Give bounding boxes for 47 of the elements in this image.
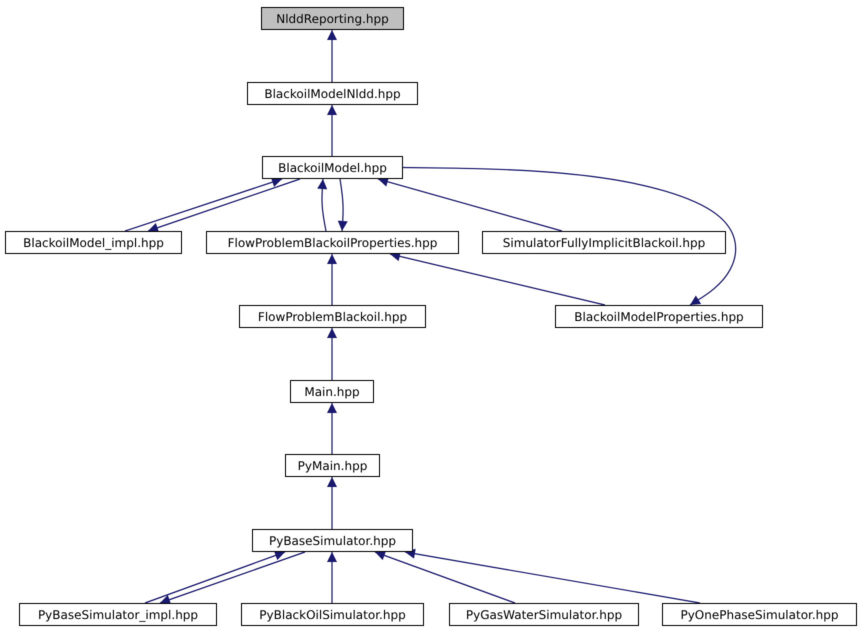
- file-box: [5, 231, 182, 254]
- file-box: [662, 603, 857, 626]
- arrow: [144, 550, 286, 604]
- arrow: [327, 254, 337, 305]
- file-name: FlowProblemBlackoil.hpp: [258, 310, 408, 324]
- arrow: [327, 403, 337, 454]
- file-box: [482, 231, 726, 254]
- arrow: [327, 477, 337, 529]
- file-box: [261, 7, 404, 30]
- arrow: [327, 105, 337, 156]
- file-name: PyMain.hpp: [298, 458, 368, 472]
- file-box: [252, 529, 413, 552]
- file-name: PyBaseSimulator.hpp: [268, 534, 396, 548]
- file-name: BlackoilModelProperties.hpp: [574, 310, 744, 324]
- file-name: FlowProblemBlackoilProperties.hpp: [228, 236, 438, 250]
- arrow: [327, 30, 337, 82]
- file-name: BlackoilModel.hpp: [278, 160, 387, 174]
- file-name: PyBaseSimulator_impl.hpp: [38, 608, 198, 622]
- arrow: [317, 178, 328, 232]
- arrow: [403, 166, 736, 306]
- file-box: [449, 603, 639, 626]
- arrow: [148, 178, 300, 232]
- file-name: BlackoilModel_impl.hpp: [23, 236, 164, 250]
- file-name: PyOnePhaseSimulator.hpp: [680, 608, 839, 622]
- file-name: SimulatorFullyImplicitBlackoil.hpp: [502, 236, 706, 250]
- file-box: [285, 454, 380, 477]
- arrow: [124, 177, 282, 232]
- file-name: BlackoilModelNldd.hpp: [264, 86, 401, 100]
- arrow: [378, 176, 562, 232]
- file-name: PyGasWaterSimulator.hpp: [466, 608, 622, 622]
- file-box: [262, 156, 403, 179]
- file-box: [241, 603, 424, 626]
- arrow: [327, 552, 337, 603]
- file-box: [206, 231, 459, 254]
- arrow: [160, 551, 306, 604]
- file-name: PyBlackOilSimulator.hpp: [259, 608, 406, 622]
- arrow: [374, 550, 516, 604]
- file-box: [19, 603, 217, 626]
- file-box: [555, 305, 763, 328]
- arrow: [327, 328, 337, 380]
- file-box: [247, 82, 418, 105]
- arrow: [404, 548, 700, 604]
- file-name: Main.hpp: [304, 384, 360, 398]
- file-box: [290, 380, 374, 403]
- arrow: [338, 178, 348, 232]
- file-name: NlddReporting.hpp: [276, 12, 389, 26]
- file-box: [239, 305, 426, 328]
